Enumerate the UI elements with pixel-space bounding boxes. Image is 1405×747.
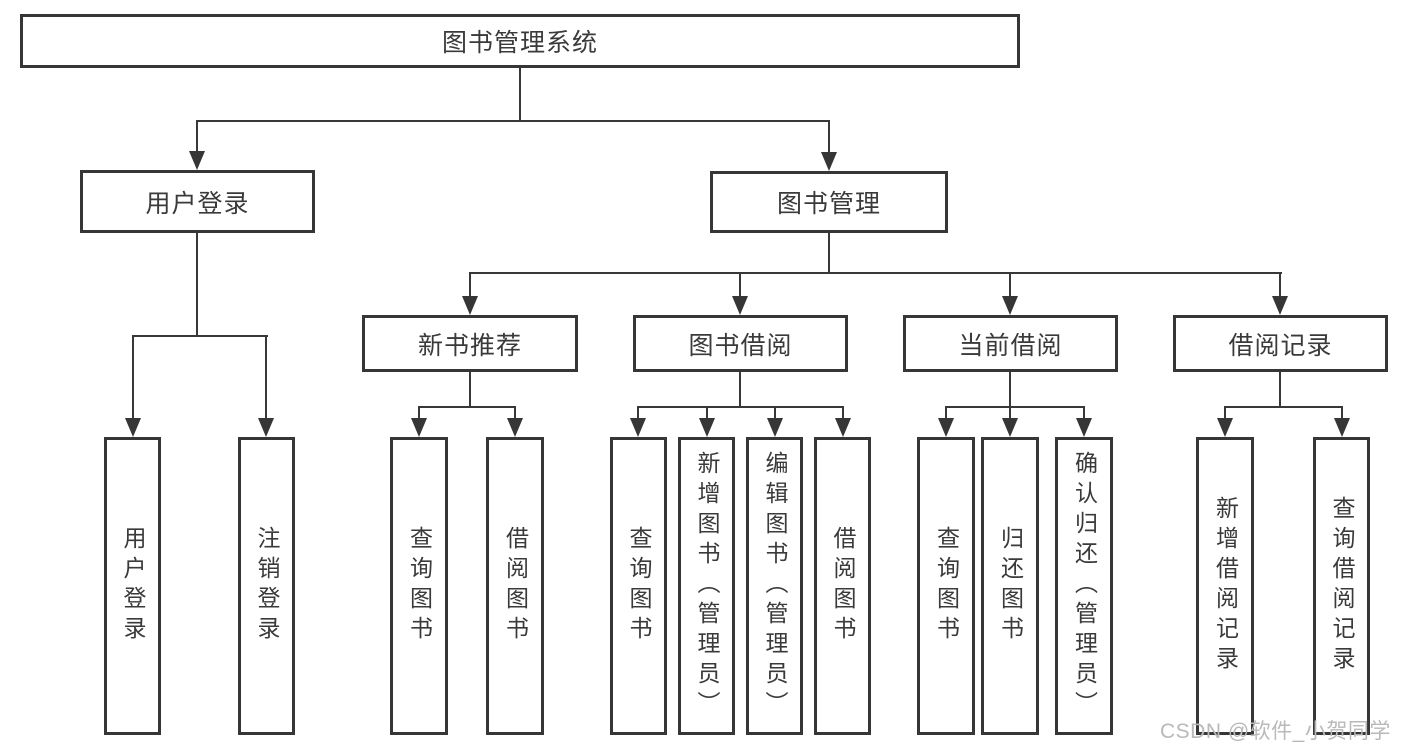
connector-level2-bar	[196, 120, 830, 122]
connector-book-borrow-down	[739, 372, 741, 406]
arrow-to-bb-edit-book	[767, 418, 783, 437]
arrow-to-cb-return-book	[1002, 418, 1018, 437]
arrow-to-borrow-record	[1272, 296, 1288, 315]
connector-new-book-bar	[418, 406, 516, 408]
connector-user-login-stem	[196, 120, 198, 152]
leaf-bb-add-book-admin: 新增图书（管理员）	[678, 437, 735, 735]
connector-level3-bar	[469, 272, 1282, 274]
arrow-to-br-query-record	[1334, 418, 1350, 437]
arrow-to-new-book-recommend	[462, 296, 478, 315]
connector-borrow-record-stem	[1279, 272, 1281, 297]
connector-login-leaf-stem	[132, 335, 134, 418]
leaf-bb-query-book: 查询图书	[610, 437, 667, 735]
node-user-login: 用户登录	[80, 170, 315, 233]
connector-nb-borrow-stem	[514, 406, 516, 419]
arrow-to-bb-add-book	[699, 418, 715, 437]
connector-cb-confirm-stem	[1083, 406, 1085, 419]
arrow-to-nb-query-book	[411, 418, 427, 437]
connector-cb-query-stem	[945, 406, 947, 419]
connector-book-borrow-stem	[739, 272, 741, 297]
connector-new-book-down	[469, 372, 471, 406]
connector-borrow-record-down	[1279, 372, 1281, 406]
leaf-bb-borrow-book: 借阅图书	[814, 437, 871, 735]
leaf-logout: 注销登录	[238, 437, 295, 735]
node-book-management: 图书管理	[710, 171, 948, 233]
arrow-to-user-login-action	[125, 418, 141, 437]
connector-br-add-stem	[1224, 406, 1226, 419]
arrow-to-book-borrow	[732, 296, 748, 315]
arrow-to-bb-query-book	[630, 418, 646, 437]
arrow-to-bb-borrow-book	[835, 418, 851, 437]
leaf-br-add-record: 新增借阅记录	[1196, 437, 1254, 735]
csdn-watermark: CSDN @软件_小贺同学	[1160, 720, 1391, 743]
node-current-borrow: 当前借阅	[903, 315, 1118, 372]
leaf-cb-return-book: 归还图书	[981, 437, 1039, 735]
leaf-bb-edit-book-admin: 编辑图书（管理员）	[746, 437, 803, 735]
connector-borrow-record-bar	[1224, 406, 1343, 408]
node-root-library-system: 图书管理系统	[20, 14, 1020, 68]
arrow-to-logout	[258, 418, 274, 437]
connector-book-mgmt-stem	[828, 120, 830, 153]
connector-current-borrow-down	[1009, 372, 1011, 406]
connector-bb-borrow-stem	[842, 406, 844, 419]
connector-book-borrow-bar	[637, 406, 844, 408]
connector-br-query-stem	[1341, 406, 1343, 419]
leaf-cb-confirm-return-admin: 确认归还（管理员）	[1055, 437, 1113, 735]
connector-user-login-bar	[132, 335, 268, 337]
arrow-to-user-login	[189, 151, 205, 170]
arrow-to-cb-query-book	[938, 418, 954, 437]
connector-cb-return-stem	[1009, 406, 1011, 419]
connector-bb-query-stem	[637, 406, 639, 419]
connector-logout-leaf-stem	[265, 335, 267, 418]
connector-root-stem	[519, 68, 521, 120]
connector-bb-add-stem	[706, 406, 708, 419]
arrow-to-book-management	[821, 152, 837, 171]
leaf-nb-borrow-book: 借阅图书	[486, 437, 544, 735]
connector-user-login-down	[196, 233, 198, 335]
arrow-to-current-borrow	[1002, 296, 1018, 315]
leaf-user-login-action: 用户登录	[104, 437, 161, 735]
leaf-nb-query-book: 查询图书	[390, 437, 448, 735]
connector-current-borrow-bar	[945, 406, 1085, 408]
connector-nb-query-stem	[418, 406, 420, 419]
node-book-borrow: 图书借阅	[633, 315, 848, 372]
arrow-to-nb-borrow-book	[507, 418, 523, 437]
connector-current-borrow-stem	[1009, 272, 1011, 297]
connector-new-book-stem	[469, 272, 471, 297]
arrow-to-br-add-record	[1217, 418, 1233, 437]
node-borrow-record: 借阅记录	[1173, 315, 1388, 372]
connector-book-mgmt-down	[828, 233, 830, 272]
node-new-book-recommend: 新书推荐	[362, 315, 578, 372]
leaf-cb-query-book: 查询图书	[917, 437, 975, 735]
leaf-br-query-record: 查询借阅记录	[1313, 437, 1370, 735]
arrow-to-cb-confirm-return	[1076, 418, 1092, 437]
connector-bb-edit-stem	[774, 406, 776, 419]
